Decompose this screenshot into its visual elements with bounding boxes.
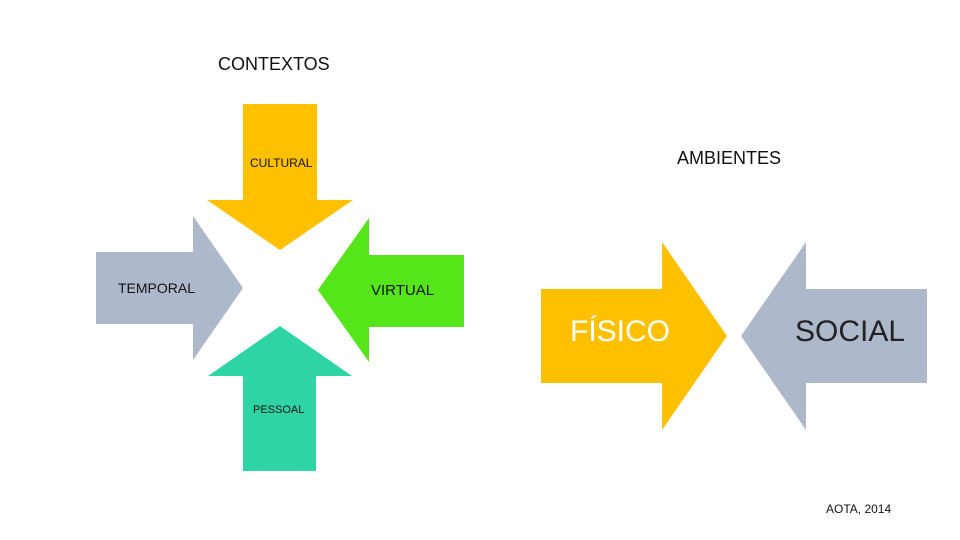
temporal-arrow (96, 216, 243, 360)
cultural-arrow (207, 104, 353, 250)
temporal-label: TEMPORAL (118, 280, 196, 296)
virtual-label: VIRTUAL (371, 282, 435, 299)
contextos-title: CONTEXTOS (218, 54, 330, 74)
cultural-label: CULTURAL (250, 156, 313, 170)
social-arrow (741, 242, 927, 430)
ambientes-title: AMBIENTES (677, 148, 782, 168)
virtual-arrow (318, 218, 464, 362)
pessoal-label: PESSOAL (253, 404, 305, 416)
citation: AOTA, 2014 (826, 502, 892, 516)
social-label: SOCIAL (795, 315, 906, 348)
pessoal-arrow (208, 326, 352, 471)
fisico-arrow (541, 242, 727, 430)
fisico-label: FÍSICO (570, 315, 671, 348)
